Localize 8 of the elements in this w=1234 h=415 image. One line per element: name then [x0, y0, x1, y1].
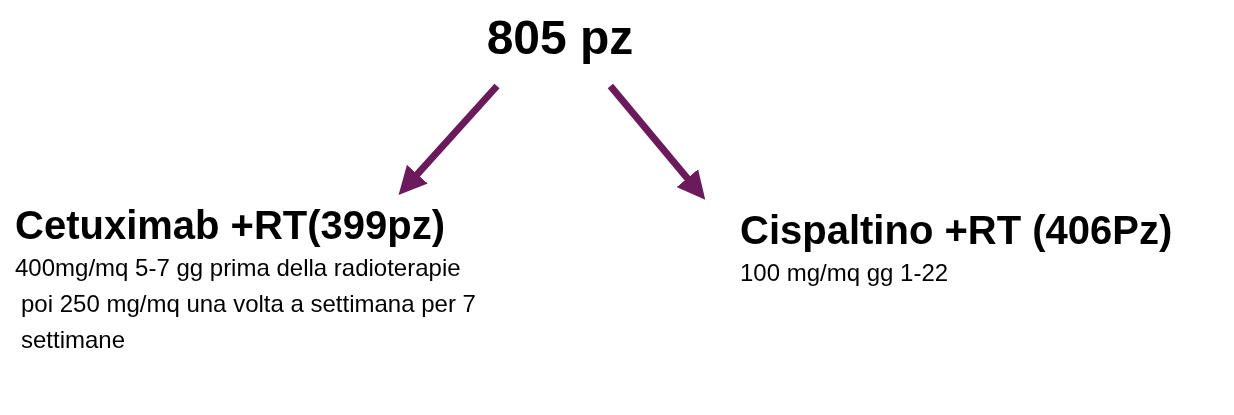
heading: 805 pz — [485, 10, 635, 66]
dosage-text: poi 250 mg/mq una volta a settimana per 7 settimane — [20, 289, 477, 355]
heading: Cetuximab +RT(399pz) — [15, 202, 447, 249]
dosage-text: 400mg/mq 5-7 gg prima della radioterapie — [15, 253, 462, 283]
heading: Cispaltino +RT (406Pz) — [740, 207, 1174, 254]
arrow — [398, 83, 500, 195]
dosage-text: 100 mg/mq gg 1-22 — [740, 258, 950, 288]
arrow — [607, 83, 706, 200]
